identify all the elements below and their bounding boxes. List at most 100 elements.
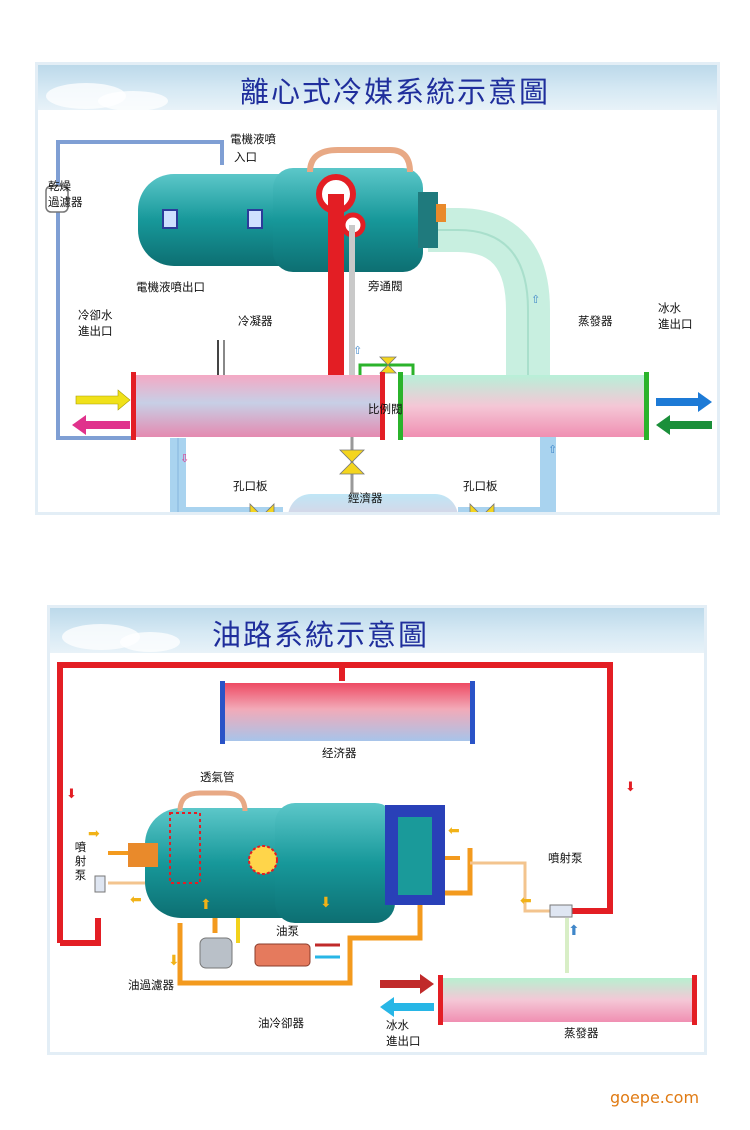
cooling-water-out-arrow <box>72 415 130 435</box>
vent-pipe-label: 透氣管 <box>200 770 235 784</box>
right-arrow-icon: ⇨ <box>514 510 523 515</box>
right-arrow-icon: ⇨ <box>228 510 237 515</box>
cooling-water-label-1: 冷卻水 <box>78 308 113 322</box>
ice-water-out-arrow <box>656 392 712 412</box>
condenser-right-end <box>380 372 385 440</box>
economizer-label: 经济器 <box>322 746 357 760</box>
evaporator-vessel <box>440 978 695 1022</box>
motor-spray-inlet-label-1: 電機液噴 <box>230 132 276 146</box>
ice-water-label-2: 進出口 <box>658 317 693 331</box>
oil-return-pipe-red <box>57 662 613 943</box>
down-arrow-icon: ⬇ <box>625 780 636 795</box>
oil-diagram-drawing: ⬇ ⬇ <box>57 662 697 1025</box>
right-arrow-icon: ➡ <box>88 826 100 842</box>
ejector-pump-right-icon <box>549 904 573 918</box>
title-banner: 離心式冷媒系統示意圖 <box>38 65 717 111</box>
economizer-right-end <box>470 681 475 744</box>
bypass-valve-label: 旁通閥 <box>368 279 403 293</box>
watermark-text: goepe.com <box>610 1088 700 1107</box>
evaporator-left-end <box>438 975 443 1025</box>
suction-elbow-edge <box>428 229 529 380</box>
pipe-edge <box>177 438 179 512</box>
oil-filter-icon <box>199 937 233 969</box>
down-arrow-icon: ⇩ <box>180 452 189 465</box>
discharge-pipe <box>328 194 344 390</box>
evaporator-left-end <box>398 372 403 440</box>
oil-cooler-label: 油冷卻器 <box>258 1016 304 1030</box>
ejector-right-pipe <box>470 861 555 913</box>
economizer-to-evaporator-pipe <box>458 430 556 512</box>
down-arrow-icon: ⬇ <box>320 895 332 911</box>
dryer-label-2: 過濾器 <box>48 195 83 209</box>
condenser-to-economizer-pipe <box>170 438 283 512</box>
evaporator-vessel <box>400 375 647 437</box>
compressor-flange <box>418 192 438 248</box>
orifice-plate-icon <box>249 503 275 512</box>
oil-heater-box <box>128 843 158 867</box>
dryer-label-1: 乾燥 <box>48 179 71 193</box>
oil-pump-label: 油泵 <box>276 924 299 938</box>
ice-water-label-1: 冰水 <box>386 1018 409 1032</box>
down-arrow-icon: ⬇ <box>168 953 180 969</box>
evaporator-right-end <box>644 372 649 440</box>
compressor-head <box>275 803 395 923</box>
motor-spray-outlet-label: 電機液噴出口 <box>136 280 205 294</box>
ice-water-out-arrow <box>380 997 434 1017</box>
condenser-vessel <box>133 375 383 437</box>
title-banner: 油路系統示意圖 <box>50 608 704 653</box>
economizer-left-end <box>220 681 225 744</box>
up-arrow-icon: ⇧ <box>548 443 557 456</box>
ejector-left-label: 噴射泵 <box>74 840 87 882</box>
ejector-pump-left-icon <box>94 875 106 893</box>
ice-water-in-arrow <box>656 415 712 435</box>
ice-water-label-2: 進出口 <box>386 1034 421 1048</box>
evaporator-label: 蒸發器 <box>578 314 613 328</box>
dryer-line <box>56 140 224 440</box>
economizer-vessel <box>222 683 472 741</box>
cloud-decoration <box>120 632 180 652</box>
bearing-icon <box>248 845 278 875</box>
refrigerant-diagram-drawing: ⇧ ⇧ ⇧ <box>45 140 712 515</box>
economizer-label: 經濟器 <box>348 491 383 505</box>
inlet-guide-vane <box>436 204 446 222</box>
proportional-valve-label: 比例閥 <box>368 402 403 416</box>
down-arrow-icon: ⬇ <box>66 787 77 802</box>
up-arrow-icon: ⇧ <box>531 293 540 306</box>
ejector-left-feed <box>60 918 101 946</box>
up-arrow-icon: ⬆ <box>200 897 212 913</box>
oil-supply-pipe <box>177 893 423 986</box>
cooling-water-in-arrow <box>75 389 131 411</box>
ejector-right-label: 噴射泵 <box>548 851 583 865</box>
bypass-valve-icon <box>379 356 397 374</box>
oil-filter-label: 油過濾器 <box>128 978 174 992</box>
sight-glass-icon <box>162 209 178 229</box>
cooling-water-label-2: 進出口 <box>78 324 113 338</box>
diagram-title: 離心式冷媒系統示意圖 <box>240 75 551 109</box>
economizer-vessel <box>288 494 458 512</box>
ice-water-in-arrow <box>380 974 434 994</box>
orifice-right-label: 孔口板 <box>463 479 498 493</box>
condenser-label: 冷凝器 <box>238 314 273 328</box>
oil-cooler-icon <box>254 943 311 967</box>
cloud-decoration <box>98 91 168 111</box>
bypass-line <box>349 225 355 375</box>
orifice-left-label: 孔口板 <box>233 479 268 493</box>
evaporator-label: 蒸發器 <box>564 1026 599 1040</box>
motor-spray-inlet-label-2: 入口 <box>234 150 257 164</box>
dryer-filter-icon <box>45 185 69 213</box>
condenser-left-end <box>131 372 136 440</box>
evaporator-right-end <box>692 975 697 1025</box>
refrigerant-diagram-panel: 離心式冷媒系統示意圖 ⇧ <box>35 62 720 515</box>
left-arrow-icon: ⬅ <box>448 823 460 839</box>
left-arrow-icon: ⬅ <box>130 892 142 908</box>
vent-arc-pipe <box>307 147 413 173</box>
up-arrow-icon: ⬆ <box>568 923 580 939</box>
diagram-title: 油路系統示意圖 <box>212 618 430 652</box>
ice-water-label-1: 冰水 <box>658 301 681 315</box>
proportional-valve-icon <box>339 449 365 475</box>
inlet-panel <box>398 817 432 895</box>
oil-diagram-panel: 油路系統示意圖 ⬇ ⬇ <box>47 605 707 1055</box>
motor-chamber-outline <box>169 812 201 884</box>
up-arrow-icon: ⇧ <box>353 344 362 357</box>
sight-glass-icon <box>247 209 263 229</box>
